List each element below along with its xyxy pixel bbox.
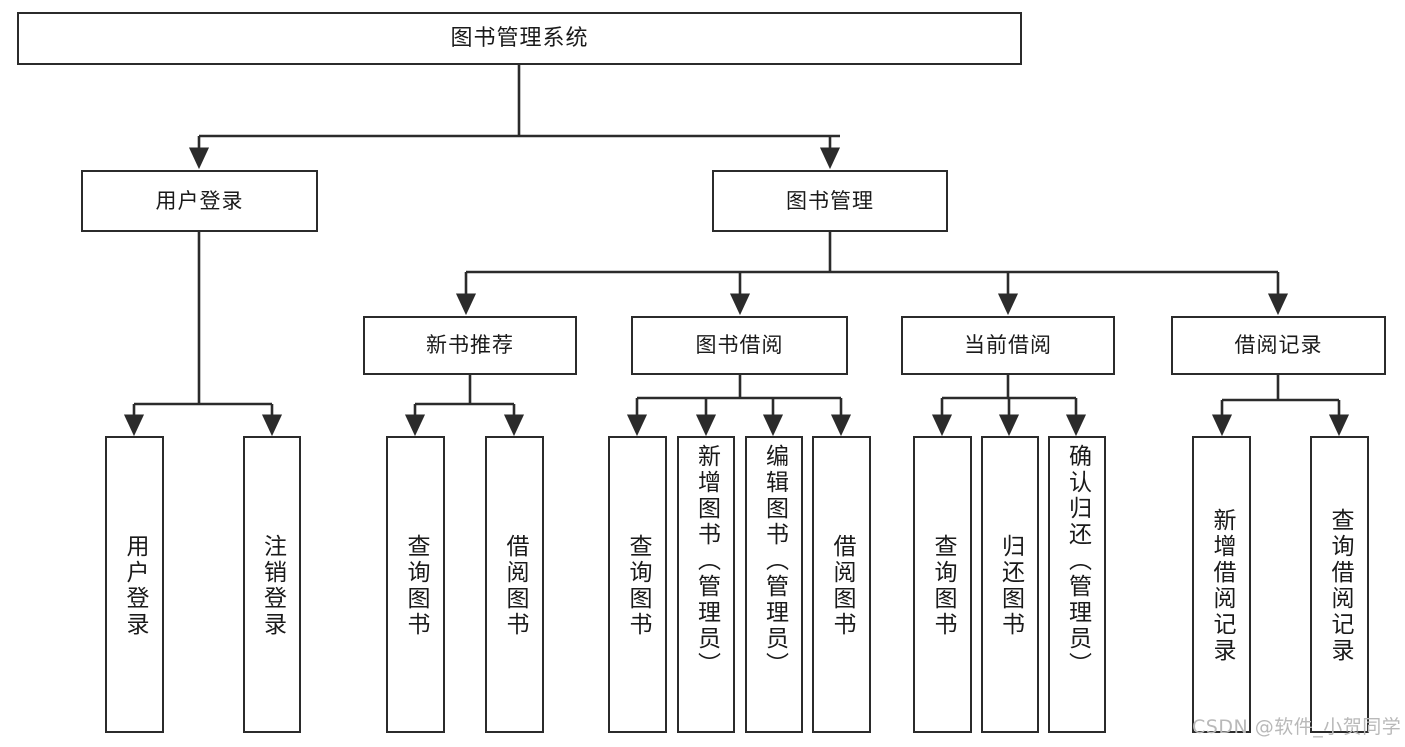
node-leaf-query-book-2[interactable]: 查询图书 xyxy=(608,436,667,733)
node-leaf-edit-book[interactable]: 编辑图书（管理员） xyxy=(745,436,803,733)
node-leaf-user-login[interactable]: 用户登录 xyxy=(105,436,164,733)
node-book-management[interactable]: 图书管理 xyxy=(712,170,948,232)
node-book-management-label: 图书管理 xyxy=(786,188,874,213)
node-user-login-label: 用户登录 xyxy=(155,188,244,213)
node-leaf-borrow-book-2[interactable]: 借阅图书 xyxy=(812,436,871,733)
node-root[interactable]: 图书管理系统 xyxy=(17,12,1022,65)
node-leaf-borrow-book-1-label: 借阅图书 xyxy=(502,533,528,638)
node-leaf-query-book-2-label: 查询图书 xyxy=(625,533,651,638)
node-new-book-recommend-label: 新书推荐 xyxy=(426,333,514,358)
node-leaf-query-book-3[interactable]: 查询图书 xyxy=(913,436,972,733)
node-leaf-borrow-book-1[interactable]: 借阅图书 xyxy=(485,436,544,733)
watermark-text: CSDN @软件_小贺同学 xyxy=(1192,716,1402,738)
node-current-borrow-label: 当前借阅 xyxy=(964,333,1052,358)
node-leaf-add-record[interactable]: 新增借阅记录 xyxy=(1192,436,1251,733)
node-leaf-add-record-label: 新增借阅记录 xyxy=(1209,507,1235,664)
node-book-borrow-label: 图书借阅 xyxy=(695,333,784,358)
node-root-label: 图书管理系统 xyxy=(450,25,589,51)
node-leaf-return-book-label: 归还图书 xyxy=(997,533,1024,638)
node-leaf-edit-book-label: 编辑图书（管理员） xyxy=(761,444,788,678)
node-user-login[interactable]: 用户登录 xyxy=(81,170,318,232)
node-leaf-add-book-label: 新增图书（管理员） xyxy=(693,444,720,678)
node-leaf-query-book-1[interactable]: 查询图书 xyxy=(386,436,445,733)
node-leaf-query-book-1-label: 查询图书 xyxy=(403,533,429,638)
node-borrow-record[interactable]: 借阅记录 xyxy=(1171,316,1386,375)
node-borrow-record-label: 借阅记录 xyxy=(1234,333,1323,358)
node-book-borrow[interactable]: 图书借阅 xyxy=(631,316,848,375)
node-current-borrow[interactable]: 当前借阅 xyxy=(901,316,1115,375)
node-leaf-query-book-3-label: 查询图书 xyxy=(930,533,956,638)
node-leaf-logout-login-label: 注销登录 xyxy=(259,533,286,638)
node-leaf-add-book[interactable]: 新增图书（管理员） xyxy=(677,436,735,733)
node-leaf-borrow-book-2-label: 借阅图书 xyxy=(829,533,855,638)
node-leaf-query-record[interactable]: 查询借阅记录 xyxy=(1310,436,1369,733)
node-leaf-logout-login[interactable]: 注销登录 xyxy=(243,436,301,733)
node-leaf-user-login-label: 用户登录 xyxy=(122,533,148,638)
node-leaf-confirm-return[interactable]: 确认归还（管理员） xyxy=(1048,436,1106,733)
node-leaf-return-book[interactable]: 归还图书 xyxy=(981,436,1039,733)
node-new-book-recommend[interactable]: 新书推荐 xyxy=(363,316,577,375)
node-leaf-query-record-label: 查询借阅记录 xyxy=(1327,507,1353,664)
node-leaf-confirm-return-label: 确认归还（管理员） xyxy=(1064,444,1091,678)
